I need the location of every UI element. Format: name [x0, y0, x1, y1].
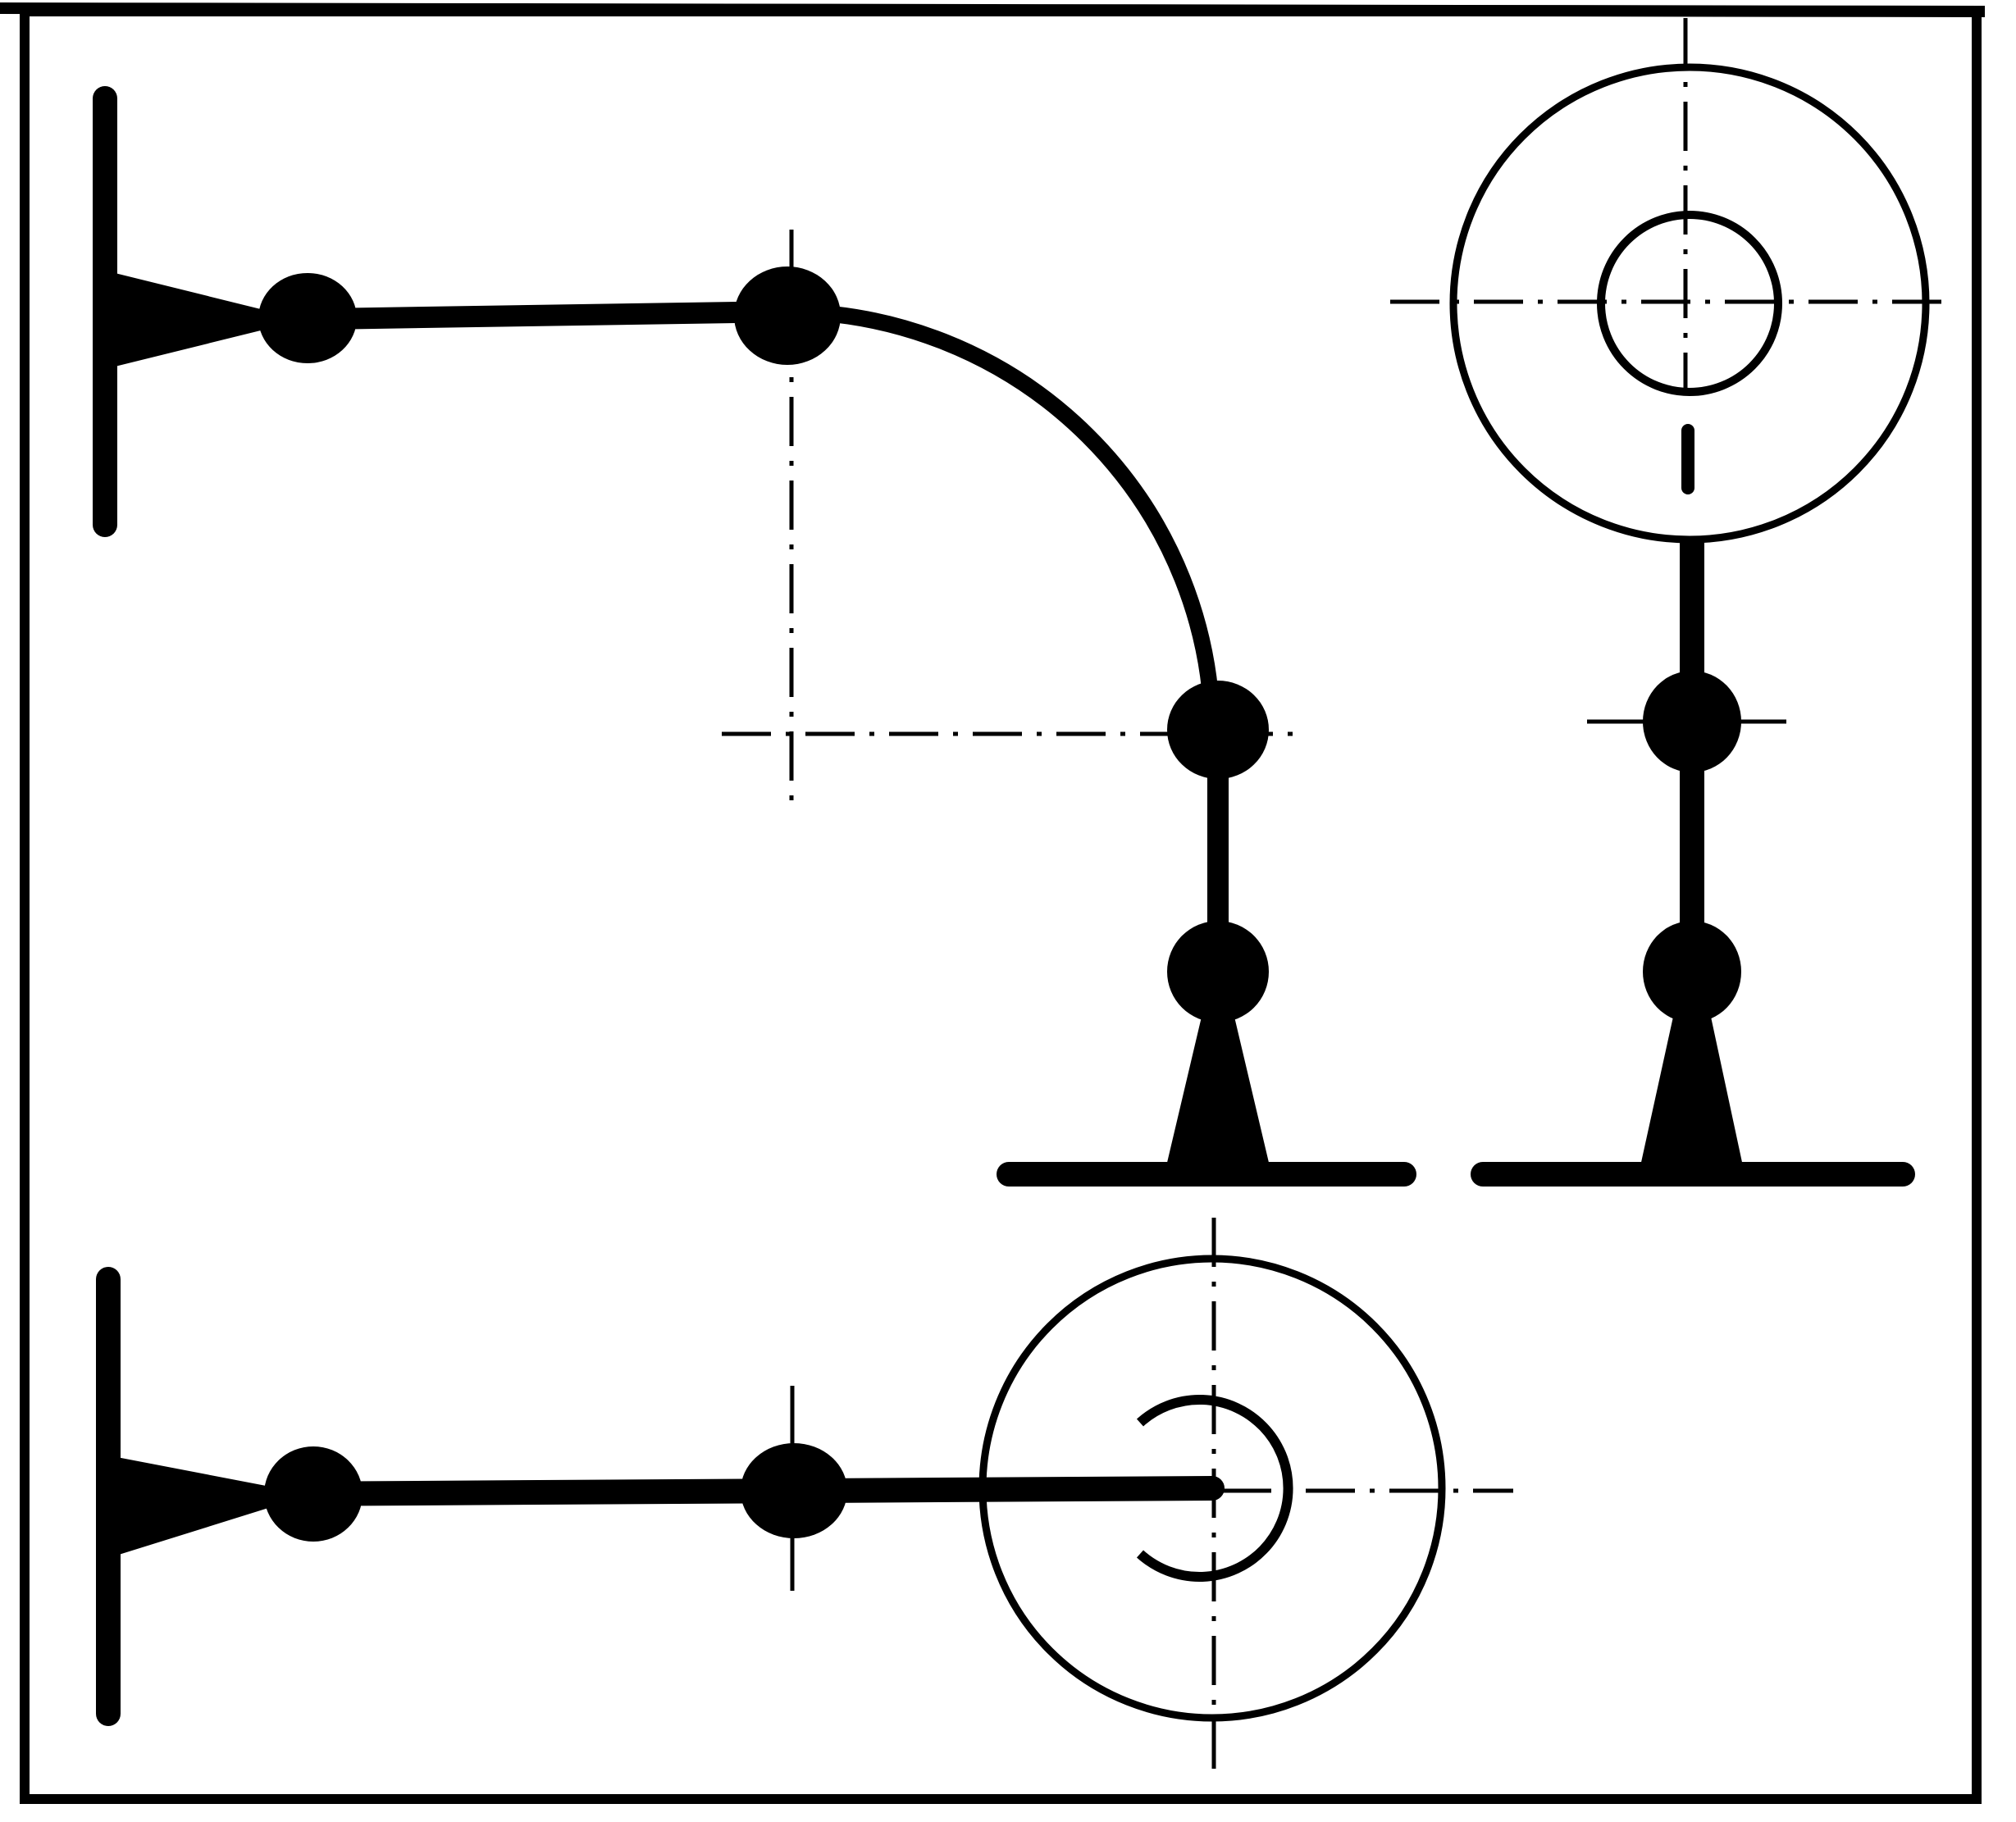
- floor-gusset: [1166, 1017, 1270, 1166]
- weld-joint: [1643, 921, 1741, 1023]
- wall-gusset: [108, 1455, 279, 1558]
- pipe-bend-arc: [787, 303, 1220, 735]
- elevation-bent-pipe-view: [93, 86, 1416, 1187]
- turn-down-open-arc: [1136, 1395, 1293, 1582]
- wall-gusset: [105, 271, 271, 369]
- weld-joint: [1167, 681, 1269, 779]
- weld-joint: [734, 266, 841, 365]
- weld-joint: [264, 1446, 363, 1542]
- plan-view-horizontal-run-view: [96, 1218, 1513, 1779]
- weld-joint: [1167, 921, 1269, 1023]
- riser-floor-gusset: [1640, 1017, 1743, 1166]
- side-view-riser-view: [1390, 18, 1948, 1187]
- frame-top-margin-line: [0, 2, 1986, 17]
- weld-joint: [258, 273, 357, 363]
- pipe-horizontal-run: [270, 301, 788, 330]
- drawing-frame: [0, 2, 1986, 1804]
